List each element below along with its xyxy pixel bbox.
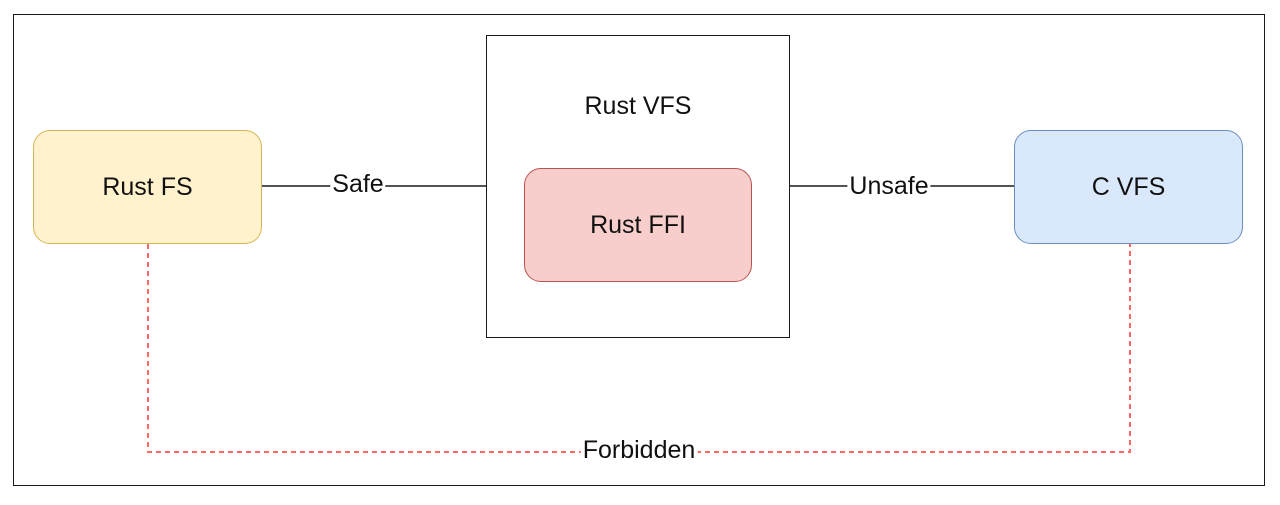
rust-ffi-label: Rust FFI	[590, 210, 686, 239]
forbidden-connector	[147, 244, 1131, 453]
rust-fs-label: Rust FS	[102, 172, 193, 201]
rust-fs-node: Rust FS	[33, 130, 262, 244]
unsafe-edge-label: Unsafe	[847, 171, 931, 201]
rust-ffi-node: Rust FFI	[524, 168, 752, 282]
safe-edge-label: Safe	[330, 169, 386, 199]
c-vfs-label: C VFS	[1091, 172, 1166, 201]
c-vfs-node: C VFS	[1014, 130, 1243, 244]
rust-vfs-label: Rust VFS	[584, 92, 692, 120]
forbidden-edge-label: Forbidden	[580, 435, 698, 465]
